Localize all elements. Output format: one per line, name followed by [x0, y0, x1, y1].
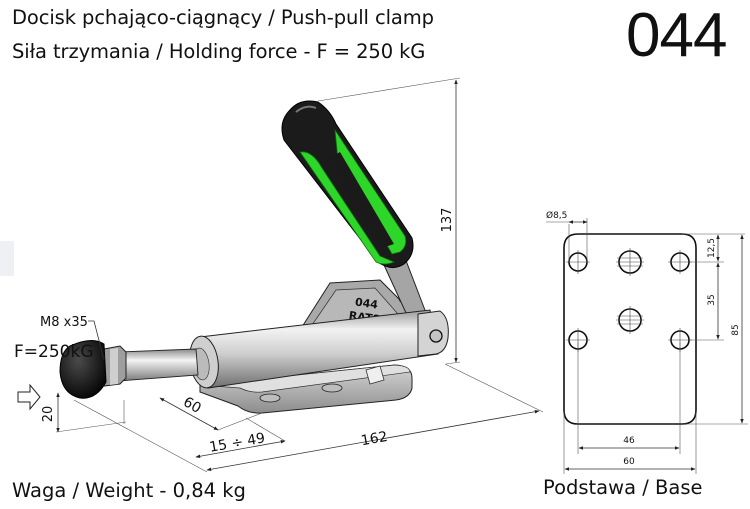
dim-spindle-height: 20: [41, 406, 56, 423]
handle: [281, 100, 414, 268]
force-label: F=250kG: [14, 342, 94, 362]
base-plan-view: Ø8,5 12,5 35 85 46 60: [546, 210, 748, 474]
thread-size-label: M8 x35: [40, 315, 88, 330]
dim-edge-offset: 12,5: [707, 238, 717, 258]
dim-base-height: 85: [731, 324, 741, 335]
mount-hole: [321, 383, 343, 393]
base-holes: [566, 248, 692, 352]
dim-hole-spacing-vertical: 35: [707, 294, 717, 305]
base-view-label: Podstawa / Base: [543, 476, 703, 499]
dim-line-stroke: [195, 439, 286, 459]
dim-hole-diameter: Ø8,5: [546, 210, 567, 221]
dim-line-length: [206, 409, 540, 472]
model-number: 044: [626, 1, 727, 70]
title-product-name: Docisk pchająco-ciągnący / Push-pull cla…: [12, 6, 434, 29]
weight-label: Waga / Weight - 0,84 kg: [12, 479, 246, 502]
dim-base-depth: 60: [180, 394, 203, 417]
clamp-illustration: 044 RATS: [17, 100, 449, 414]
dim-length-total: 162: [360, 429, 389, 449]
marking-model: 044: [354, 295, 379, 311]
grip-insert-left: [299, 151, 396, 265]
dim-base-width: 60: [623, 457, 635, 467]
push-rod: [117, 348, 199, 382]
dim-stroke: 15 ÷ 49: [208, 430, 266, 456]
force-arrow-icon: [17, 383, 41, 411]
dim-line-depth: [159, 397, 219, 431]
side-tab: [0, 241, 14, 276]
grip-insert-right: [334, 129, 407, 255]
dim-height-total: 137: [440, 208, 455, 233]
dim-hole-spacing-horizontal: 46: [623, 436, 635, 446]
rubber-cap: [59, 340, 107, 399]
mount-hole: [259, 393, 281, 403]
dimensions: 137 162 60 15 ÷ 49 20 M8 x35 F=250kG: [14, 77, 544, 473]
title-holding-force: Siła trzymania / Holding force - F = 250…: [12, 40, 426, 63]
